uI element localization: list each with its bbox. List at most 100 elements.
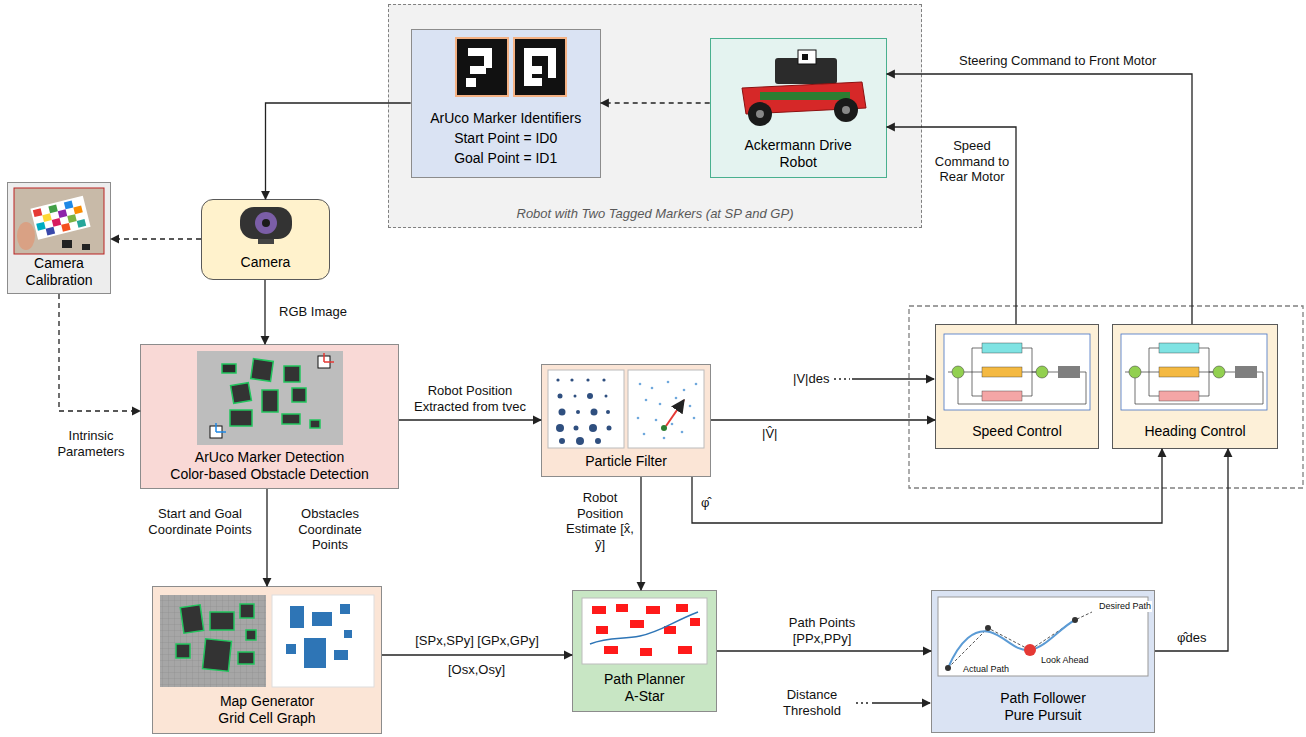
control-block-diagram — [952, 366, 964, 378]
path-plot — [664, 626, 676, 634]
process-box: Camera Calibration — [7, 182, 111, 294]
calibration-photo — [82, 244, 90, 250]
node-text: Path Follower — [1000, 690, 1086, 707]
aruco-marker-icon — [524, 48, 556, 56]
particle-filter-plot — [548, 370, 704, 448]
particle-filter-plot — [587, 393, 593, 399]
particle-filter-plot — [556, 424, 564, 432]
connector-arrow — [601, 102, 710, 103]
map-image — [344, 630, 352, 638]
edge-label: |V̂| — [761, 426, 778, 442]
pure-pursuit-plot — [1024, 644, 1036, 656]
calibration-photo — [77, 219, 86, 228]
robot-car-icon — [760, 92, 850, 100]
calibration-photo — [30, 196, 90, 240]
pure-pursuit-plot — [1072, 617, 1078, 623]
aruco-marker-icon — [466, 78, 476, 87]
annotation-label: Desired Path — [1098, 601, 1152, 612]
detection-photo — [197, 351, 343, 445]
map-image — [304, 638, 326, 668]
robot-car-icon — [742, 82, 866, 114]
control-block-diagram — [982, 367, 1022, 377]
control-block-diagram — [1058, 366, 1080, 378]
detection-photo — [210, 426, 222, 438]
particle-filter-plot — [693, 417, 696, 420]
robot-car-icon — [802, 54, 808, 60]
particle-filter-plot — [671, 423, 674, 426]
particle-filter-plot — [574, 395, 577, 398]
particle-filter-plot — [637, 381, 698, 440]
particle-filter-plot — [663, 437, 666, 440]
connector-arrow — [382, 654, 572, 655]
particle-filter-plot — [556, 378, 612, 445]
process-box: Path PlannerA-Star — [572, 590, 717, 712]
detection-photo — [324, 353, 334, 362]
connector-arrow — [692, 449, 1162, 523]
particle-filter-plot — [574, 426, 579, 431]
path-plot — [690, 618, 700, 626]
node-text: ArUco Marker Identifiers — [430, 108, 581, 128]
node-text: Grid Cell Graph — [218, 710, 315, 727]
path-plot — [616, 604, 628, 612]
path-plot — [582, 598, 707, 664]
edge-label: φ̂des — [1176, 630, 1207, 646]
node-text: A-Star — [625, 688, 665, 705]
aruco-marker-icon — [468, 48, 492, 56]
calibration-photo — [46, 227, 55, 236]
calibration-photo — [52, 218, 61, 227]
aruco-marker-icon — [470, 66, 486, 74]
node-text: Camera Calibration — [12, 255, 106, 289]
particle-filter-plot — [655, 419, 658, 422]
particle-filter-plot — [576, 437, 584, 445]
particle-filter-plot — [607, 426, 612, 431]
connector-arrow — [717, 650, 931, 651]
particle-filter-plot — [643, 433, 646, 436]
edge-label: Start and Goal Coordinate Points — [144, 506, 256, 537]
map-image — [246, 630, 256, 640]
calibration-photo — [17, 222, 35, 250]
particle-filter-plot — [666, 400, 684, 426]
connector-arrow — [266, 489, 267, 586]
calibration-photo — [36, 222, 45, 231]
path-plot — [590, 612, 698, 644]
camera-icon — [262, 219, 270, 227]
control-block-diagram — [944, 334, 1090, 410]
path-plot — [592, 604, 700, 656]
robot-car-icon — [798, 50, 816, 64]
map-image — [203, 639, 232, 672]
node-text: Goal Point = ID1 — [454, 148, 557, 168]
node-text: ArUco Marker Detection — [195, 449, 344, 466]
calibration-photo — [14, 188, 104, 254]
edge-label: [SPx,SPy] [GPx,GPy] — [383, 633, 571, 649]
input-arrow — [856, 702, 870, 704]
particle-filter-plot — [556, 378, 559, 381]
edge-label: Steering Command to Front Motor — [958, 53, 1157, 69]
path-plot — [676, 604, 688, 612]
node-text: Pure Pursuit — [1004, 707, 1081, 724]
control-block-diagram — [982, 343, 1022, 353]
map-image — [312, 612, 332, 626]
detection-photo — [197, 351, 343, 445]
camera-icon — [258, 239, 274, 244]
calibration-photo — [64, 201, 73, 210]
particle-filter-plot — [637, 417, 640, 420]
detection-photo — [310, 420, 320, 428]
control-block-diagram — [944, 334, 1090, 410]
node-text: Speed Control — [972, 423, 1062, 440]
camera-icon — [240, 207, 292, 244]
pure-pursuit-plot — [985, 625, 991, 631]
particle-filter-plot — [559, 438, 565, 444]
path-plot — [596, 626, 608, 634]
robot-car-icon — [742, 50, 866, 126]
path-plot — [582, 598, 707, 664]
camera-icon — [240, 207, 292, 239]
particle-filter-plot — [639, 383, 642, 386]
particle-filter-plot — [548, 370, 624, 448]
aruco-marker-icon — [484, 56, 492, 68]
path-plot — [678, 646, 692, 654]
particle-filter-plot — [559, 409, 566, 416]
connector-arrow — [266, 103, 411, 199]
